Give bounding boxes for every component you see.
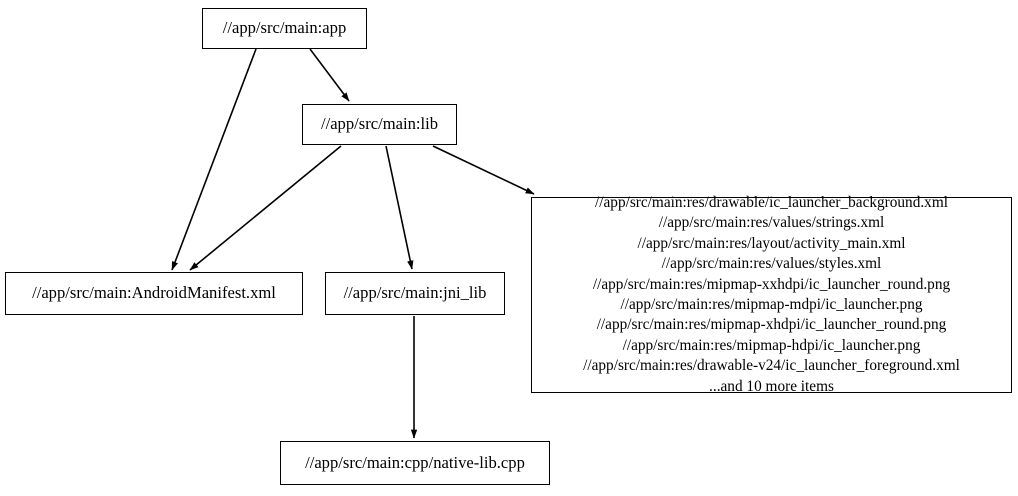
graph-node-androidmanifest-label: //app/src/main:AndroidManifest.xml — [32, 283, 276, 303]
graph-node-jni-lib[interactable]: //app/src/main:jni_lib — [325, 272, 505, 315]
graph-node-jni-lib-label: //app/src/main:jni_lib — [343, 283, 487, 303]
edge-lib-to-androidmanifest — [189, 145, 342, 271]
graph-node-app-label: //app/src/main:app — [222, 18, 347, 38]
edge-lib-to-jni-lib — [385, 145, 414, 270]
graph-node-native-lib-cpp[interactable]: //app/src/main:cpp/native-lib.cpp — [280, 441, 550, 485]
graph-node-res-group-label: //app/src/main:res/drawable/ic_launcher_… — [583, 193, 960, 395]
graph-node-lib-label: //app/src/main:lib — [320, 114, 439, 134]
graph-node-res-group[interactable]: //app/src/main:res/drawable/ic_launcher_… — [531, 194, 1012, 395]
edge-app-to-lib — [309, 48, 350, 102]
edge-lib-to-res-group — [432, 145, 535, 195]
graph-node-app[interactable]: //app/src/main:app — [202, 8, 367, 49]
edge-app-to-androidmanifest — [171, 48, 257, 271]
graph-node-androidmanifest[interactable]: //app/src/main:AndroidManifest.xml — [5, 272, 303, 315]
graph-node-lib[interactable]: //app/src/main:lib — [302, 104, 457, 145]
graph-node-native-lib-cpp-label: //app/src/main:cpp/native-lib.cpp — [305, 452, 525, 472]
